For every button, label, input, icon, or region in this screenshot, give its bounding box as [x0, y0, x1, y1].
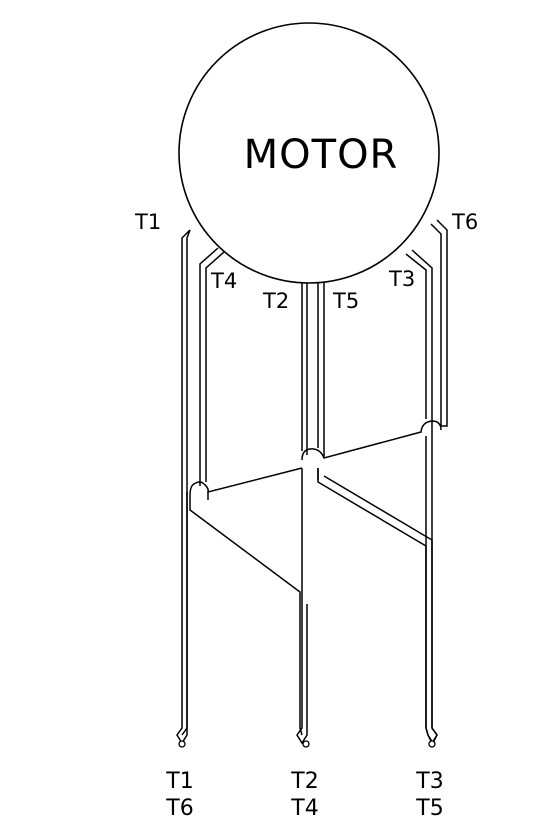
terminal-1-bottom-label: T6 [165, 796, 193, 821]
terminal-2-top-label: T2 [290, 769, 318, 794]
terminal-2-bottom-label: T4 [290, 796, 318, 821]
lead-label-t4: T4 [210, 269, 237, 293]
motor-label: MOTOR [244, 132, 399, 178]
lead-label-t1: T1 [134, 210, 161, 234]
star-jumper-wire [181, 420, 442, 736]
terminal-3-point [428, 740, 436, 748]
terminal-2-point [302, 740, 310, 748]
lead-t4-wire [199, 247, 225, 486]
lead-label-t6: T6 [451, 210, 478, 234]
terminal-3-bottom-label: T5 [415, 796, 443, 821]
lead-t2-wire [296, 282, 308, 745]
lead-t6-wire [430, 219, 448, 427]
terminal-3-wire [323, 475, 438, 745]
terminal-1-top-label: T1 [165, 769, 193, 794]
lead-t1-wire [176, 229, 191, 745]
lead-label-t3: T3 [388, 267, 415, 291]
terminal-1-point [178, 740, 186, 748]
lead-label-t2: T2 [262, 289, 289, 313]
lead-label-t5: T5 [332, 289, 359, 313]
motor-circle [178, 22, 440, 284]
terminal-3-top-label: T3 [415, 769, 443, 794]
